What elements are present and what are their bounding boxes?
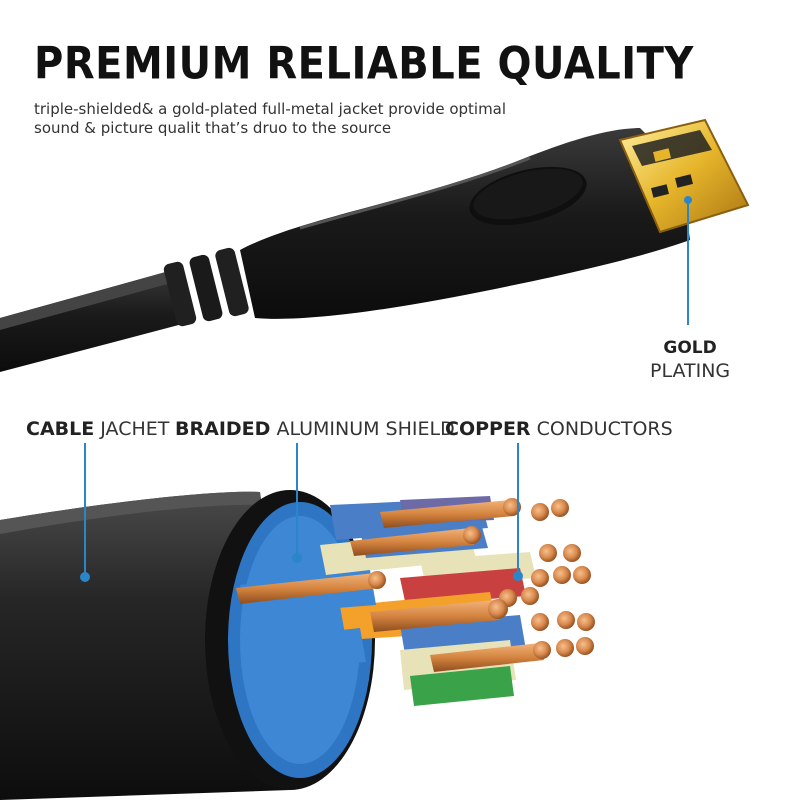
description-text: triple-shielded& a gold-plated full-meta… <box>34 100 594 138</box>
gold-plating-label-rest: PLATING <box>650 360 731 382</box>
copper-conductors-label-strong: COPPER <box>445 418 531 440</box>
gold-callout <box>684 196 692 325</box>
description-line-2: sound & picture qualit that’s druo to th… <box>34 119 392 137</box>
gold-plating-label: GOLD PLATING <box>650 338 730 382</box>
jacket-callout <box>80 443 90 582</box>
copper-conductors <box>236 498 595 672</box>
copper-callout <box>513 443 523 581</box>
cable-jacket-label-strong: CABLE <box>26 418 95 440</box>
braided-shield-label: BRAIDED ALUMINUM SHIELD <box>175 418 455 440</box>
copper-conductors-label: COPPER CONDUCTORS <box>445 418 673 440</box>
copper-conductors-label-rest: CONDUCTORS <box>530 418 673 440</box>
headline: PREMIUM RELIABLE QUALITY <box>34 38 694 90</box>
cable-jacket-label-rest: JACHET <box>94 418 170 440</box>
cable-jacket-label: CABLE JACHET <box>26 418 169 440</box>
gold-plating-label-strong: GOLD <box>663 338 717 358</box>
strain-relief <box>163 247 249 327</box>
braided-shield-label-strong: BRAIDED <box>175 418 271 440</box>
gold-plug-icon <box>618 118 750 234</box>
braided-shield-label-rest: ALUMINUM SHIELD <box>270 418 455 440</box>
hdmi-connector <box>0 118 750 372</box>
description-line-1: triple-shielded& a gold-plated full-meta… <box>34 100 507 118</box>
cable-cross-section <box>0 490 595 800</box>
shield-callout <box>292 443 302 563</box>
